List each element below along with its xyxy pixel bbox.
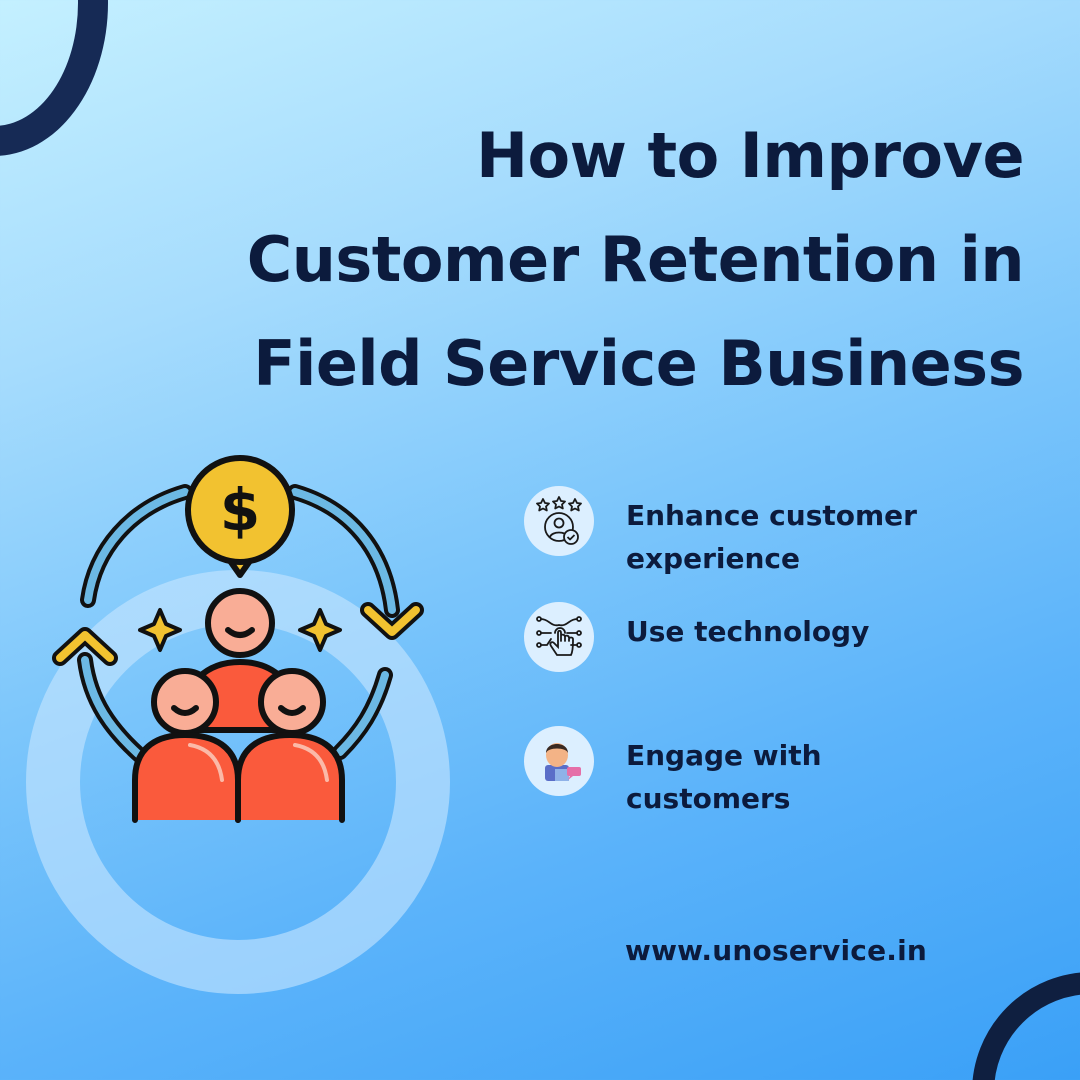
title-line-3: Field Service Business [253, 327, 1024, 400]
decorative-ring-bottom-right [972, 972, 1080, 1080]
rated-customer-icon [524, 486, 594, 556]
retention-illustration-svg: $ [52, 455, 424, 823]
feature-label: Use technology [626, 615, 870, 648]
title-line-2: Customer Retention in [246, 223, 1025, 296]
title-line-1: How to Improve [476, 119, 1024, 192]
feature-use-technology: Use technology [524, 602, 869, 672]
page-title: How to Improve Customer Retention in Fie… [124, 104, 1025, 416]
feature-label: Engage with customers [626, 739, 822, 815]
feature-engage-customers: Engage with customers [524, 726, 822, 820]
customer-chat-icon [524, 726, 594, 796]
feature-label: Enhance customer experience [626, 499, 917, 575]
decorative-ring-top-left [0, 0, 108, 156]
website-link[interactable]: www.unoservice.in [625, 934, 928, 967]
svg-text:$: $ [220, 476, 260, 544]
customer-retention-cycle-icon: $ [40, 440, 440, 840]
feature-enhance-experience: Enhance customer experience [524, 486, 917, 580]
touch-technology-icon [524, 602, 594, 672]
